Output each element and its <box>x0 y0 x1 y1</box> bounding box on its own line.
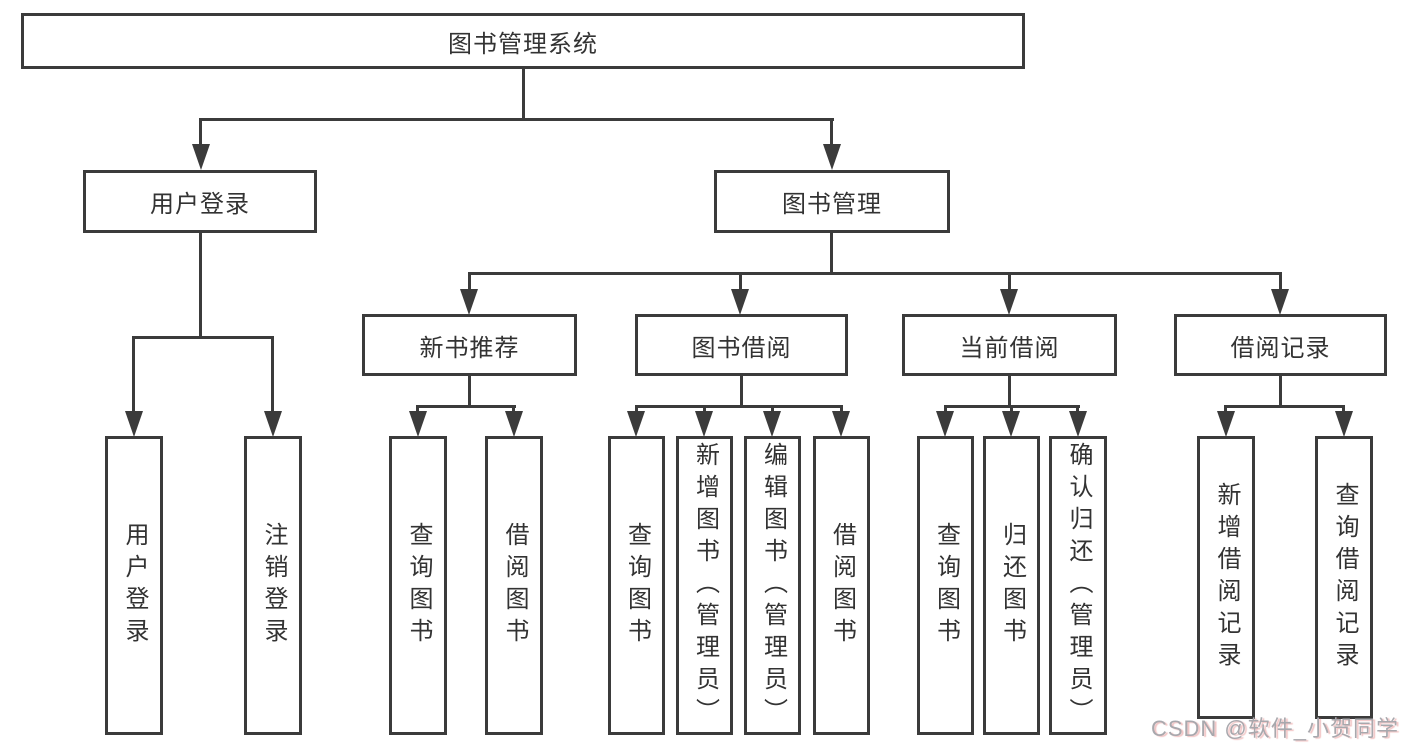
leaf-add-borrow-record: 新增借阅记录 <box>1197 436 1255 719</box>
connector-book-borrow-branch <box>635 405 842 408</box>
connector-root-branch <box>199 118 834 121</box>
arrowhead-icon <box>1000 289 1018 315</box>
node-label: 查询借阅记录 <box>1331 481 1358 674</box>
connector-current-borrow-drop-2 <box>1010 405 1013 414</box>
node-label: 确认归还（管理员） <box>1065 441 1092 730</box>
connector-new-book-drop-2 <box>512 405 515 414</box>
connector-current-borrow-drop-3 <box>1076 405 1079 414</box>
node-label: 新增借阅记录 <box>1213 481 1240 674</box>
arrowhead-icon <box>505 411 523 437</box>
arrowhead-icon <box>695 411 713 437</box>
connector-book-mgmt-stem <box>830 233 833 275</box>
connector-book-mgmt-drop-1 <box>468 272 471 292</box>
node-new-book-recommendation: 新书推荐 <box>362 314 577 376</box>
leaf-borrow-books-recommend: 借阅图书 <box>485 436 543 735</box>
connector-book-borrow-drop-4 <box>840 405 843 414</box>
leaf-query-books-current: 查询图书 <box>917 436 974 735</box>
arrowhead-icon <box>264 411 282 437</box>
arrowhead-icon <box>125 411 143 437</box>
connector-book-borrow-drop-1 <box>635 405 638 414</box>
node-library-management-system: 图书管理系统 <box>21 13 1025 69</box>
arrowhead-icon <box>460 289 478 315</box>
node-book-management: 图书管理 <box>714 170 950 233</box>
connector-book-mgmt-drop-4 <box>1279 272 1282 292</box>
arrowhead-icon <box>823 144 841 170</box>
node-label: 归还图书 <box>998 521 1026 650</box>
node-label: 新增图书（管理员） <box>691 441 719 730</box>
arrowhead-icon <box>1069 411 1087 437</box>
node-label: 注销登录 <box>260 521 287 650</box>
arrowhead-icon <box>763 411 781 437</box>
connector-user-login-drop-2 <box>271 336 274 414</box>
node-label: 当前借阅 <box>959 334 1060 362</box>
connector-user-login-branch <box>132 336 274 339</box>
leaf-confirm-return-admin: 确认归还（管理员） <box>1049 436 1107 735</box>
leaf-add-book-admin: 新增图书（管理员） <box>676 436 733 735</box>
node-label: 用户登录 <box>121 521 148 650</box>
connector-current-borrow-drop-1 <box>944 405 947 414</box>
connector-root-drop-right <box>830 118 833 146</box>
connector-user-login-stem <box>199 233 202 339</box>
node-book-borrowing: 图书借阅 <box>635 314 848 376</box>
arrowhead-icon <box>1271 289 1289 315</box>
connector-user-login-drop-1 <box>132 336 135 414</box>
connector-book-mgmt-branch <box>468 272 1282 275</box>
connector-current-borrow-stem <box>1008 376 1011 408</box>
node-current-borrowing: 当前借阅 <box>902 314 1117 376</box>
node-label: 编辑图书（管理员） <box>759 441 787 730</box>
connector-book-mgmt-drop-2 <box>739 272 742 292</box>
leaf-query-books-recommend: 查询图书 <box>389 436 447 735</box>
connector-new-book-stem <box>468 376 471 408</box>
arrowhead-icon <box>936 411 954 437</box>
arrowhead-icon <box>192 144 210 170</box>
connector-book-mgmt-drop-3 <box>1008 272 1011 292</box>
leaf-borrow-books: 借阅图书 <box>813 436 870 735</box>
arrowhead-icon <box>832 411 850 437</box>
connector-borrow-records-branch <box>1225 405 1345 408</box>
arrowhead-icon <box>627 411 645 437</box>
connector-borrow-records-stem <box>1279 376 1282 408</box>
node-label: 查询图书 <box>405 521 432 650</box>
node-label: 借阅图书 <box>501 521 528 650</box>
node-label: 借阅记录 <box>1230 334 1331 362</box>
arrowhead-icon <box>731 289 749 315</box>
leaf-logout: 注销登录 <box>244 436 302 735</box>
node-label: 借阅图书 <box>828 521 856 650</box>
node-label: 图书管理系统 <box>448 30 598 58</box>
leaf-return-books: 归还图书 <box>983 436 1040 735</box>
connector-book-borrow-stem <box>740 376 743 408</box>
connector-new-book-drop-1 <box>416 405 419 414</box>
connector-borrow-records-drop-1 <box>1224 405 1227 414</box>
connector-book-borrow-drop-2 <box>703 405 706 414</box>
arrowhead-icon <box>409 411 427 437</box>
csdn-watermark: CSDN @软件_小贺同学 <box>1150 716 1399 741</box>
leaf-user-login: 用户登录 <box>105 436 163 735</box>
leaf-edit-book-admin: 编辑图书（管理员） <box>744 436 801 735</box>
node-user-login: 用户登录 <box>83 170 317 233</box>
arrowhead-icon <box>1002 411 1020 437</box>
node-label: 查询图书 <box>623 521 651 650</box>
leaf-query-borrow-record: 查询借阅记录 <box>1315 436 1373 719</box>
node-label: 图书借阅 <box>691 334 792 362</box>
connector-new-book-branch <box>416 405 516 408</box>
connector-root-drop-left <box>199 118 202 146</box>
connector-root-stem <box>522 69 525 121</box>
arrowhead-icon <box>1335 411 1353 437</box>
connector-borrow-records-drop-2 <box>1342 405 1345 414</box>
node-borrowing-records: 借阅记录 <box>1174 314 1387 376</box>
connector-book-borrow-drop-3 <box>771 405 774 414</box>
node-label: 图书管理 <box>782 191 882 218</box>
node-label: 新书推荐 <box>419 334 520 362</box>
node-label: 查询图书 <box>932 521 960 650</box>
leaf-query-books-borrow: 查询图书 <box>608 436 665 735</box>
node-label: 用户登录 <box>150 191 250 218</box>
arrowhead-icon <box>1217 411 1235 437</box>
